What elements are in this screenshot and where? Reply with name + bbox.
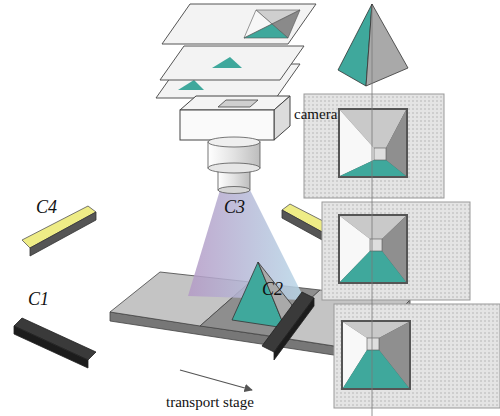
light-bars [14, 204, 352, 368]
pyramid-border [341, 320, 411, 390]
pyramid-border [338, 214, 408, 284]
light-bar [14, 326, 88, 368]
pyramid-face [340, 160, 406, 176]
camera-label: camera [294, 106, 337, 123]
projection-line [372, 6, 373, 416]
light-label: C3 [224, 198, 245, 218]
camera-top [180, 96, 290, 110]
pyramid-apex [374, 148, 386, 160]
pyramid-face [340, 251, 406, 282]
panel-frame [334, 304, 500, 408]
lens-rim [208, 137, 260, 147]
pyramid-face [343, 350, 409, 388]
stage-label: transport stage [166, 394, 254, 411]
image-pyramid [244, 24, 288, 38]
light-label: C4 [36, 198, 57, 218]
pyramid-apex [367, 338, 379, 350]
panel-frame [322, 202, 470, 300]
image-pyramid [178, 80, 204, 90]
camera-front [180, 110, 274, 140]
pyramid-icon [338, 4, 408, 86]
transport-arrow [180, 370, 252, 390]
pyramid-face [232, 262, 285, 328]
lens-rim [208, 163, 260, 173]
light-bar [30, 212, 96, 256]
camera-lens [208, 137, 260, 194]
camera-sensor [218, 100, 258, 107]
light-label: C2 [262, 280, 283, 300]
lens-rim [218, 187, 250, 194]
image-panel [334, 304, 500, 408]
light-bar [262, 292, 314, 352]
light-label: C1 [28, 290, 49, 310]
pyramid-border [338, 108, 408, 178]
image-stack [156, 4, 316, 98]
image-sheet [162, 4, 316, 44]
camera-side [274, 96, 290, 140]
light-bar [274, 298, 314, 360]
image-panel [322, 202, 470, 300]
light-bar [22, 206, 96, 248]
camera-body [180, 96, 290, 140]
image-pyramid [212, 57, 242, 68]
image-sheet [160, 46, 304, 80]
